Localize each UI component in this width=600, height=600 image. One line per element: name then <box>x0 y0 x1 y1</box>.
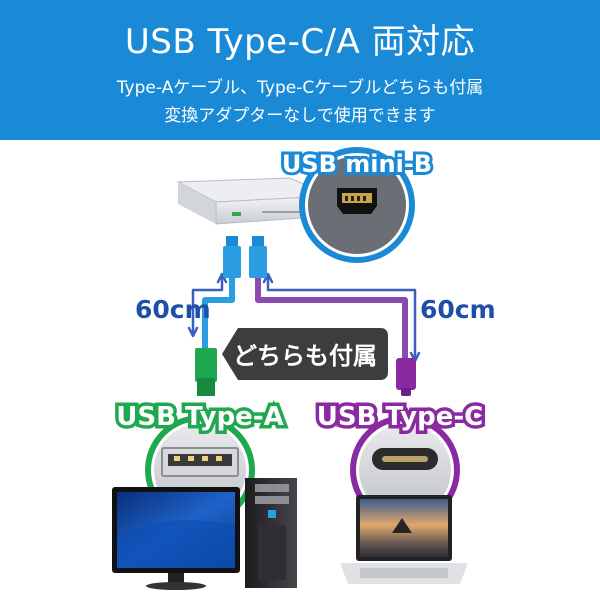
desktop-monitor-icon <box>112 487 240 590</box>
usb-mini-b-port-icon <box>299 147 415 263</box>
subtitle-line-2: 変換アダプターなしで使用できます <box>164 106 436 126</box>
included-badge: どちらも付属 <box>222 328 388 380</box>
cables <box>187 272 421 363</box>
usb-type-c-plug-icon <box>396 358 416 396</box>
usb-type-a-plug-icon <box>195 348 217 396</box>
type-c-label: USB Type-C <box>317 402 483 432</box>
header-banner: USB Type-C/A 両対応 Type-Aケーブル、Type-Cケーブルどち… <box>0 0 600 140</box>
length-label-left: 60cm <box>135 295 211 324</box>
laptop-icon <box>340 495 468 584</box>
mini-b-plug-icons <box>223 236 267 278</box>
page-title: USB Type-C/A 両対応 <box>124 22 476 62</box>
length-label-right: 60cm <box>420 295 496 324</box>
type-a-label: USB Type-A <box>116 402 283 432</box>
mini-b-label: USB mini-B <box>282 150 432 178</box>
included-text: どちらも付属 <box>233 342 377 370</box>
pc-tower-icon <box>245 478 297 588</box>
subtitle-line-1: Type-Aケーブル、Type-Cケーブルどちらも付属 <box>116 78 484 98</box>
